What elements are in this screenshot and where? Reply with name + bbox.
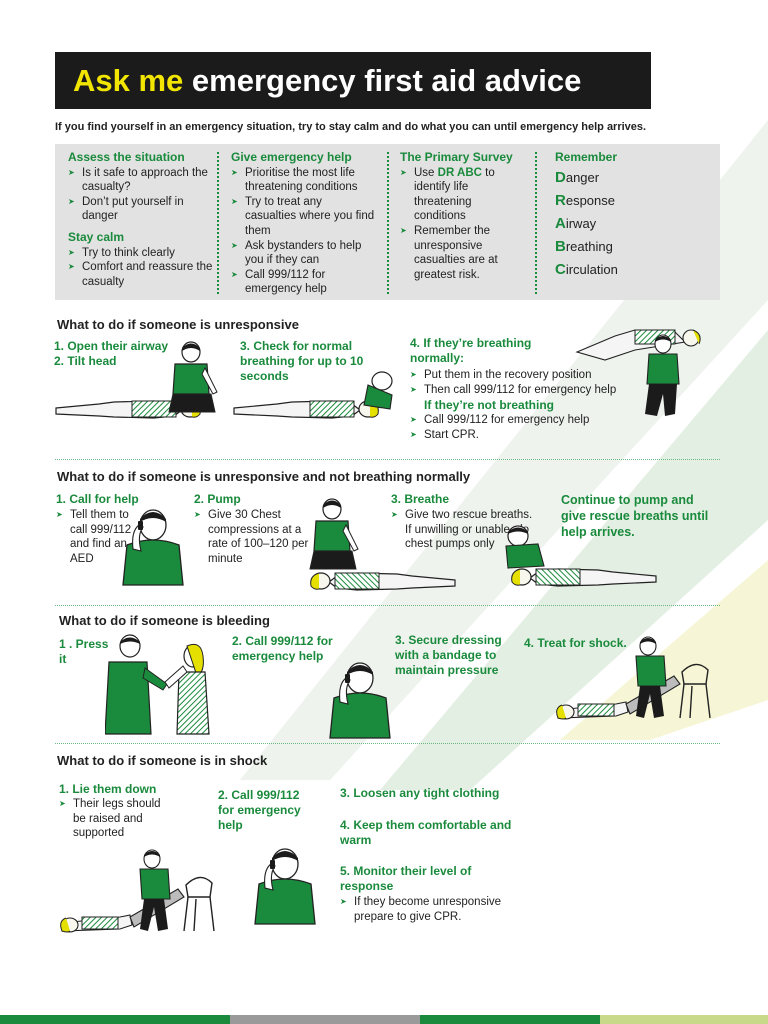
assess-heading: Assess the situation xyxy=(68,150,185,164)
list-item: Is it safe to approach the casualty? xyxy=(68,166,218,195)
title-banner: Ask me emergency first aid advice xyxy=(55,52,651,109)
monitor-list: If they become unresponsive prepare to g… xyxy=(340,895,520,924)
section-divider xyxy=(55,605,720,606)
not-breathing-label: If they’re not breathing xyxy=(424,398,555,412)
list-item: Call 999/112 for emergency help xyxy=(231,268,376,297)
continue-text: Continue to pump and give rescue breaths… xyxy=(561,493,709,539)
list-item: Prioritise the most life threatening con… xyxy=(231,166,376,195)
dr-abc-text: DR ABC xyxy=(437,166,482,179)
shock-step-2: 2. Call 999/112 for emergency help xyxy=(218,788,301,832)
list-item: Then call 999/112 for emergency help xyxy=(410,383,640,398)
list-item: Use DR ABC to identify life threatening … xyxy=(400,166,525,224)
survey-heading: The Primary Survey xyxy=(400,150,513,164)
list-item: Put them in the recovery position xyxy=(410,368,640,383)
shock-heading: What to do if someone is in shock xyxy=(57,753,268,768)
column-divider xyxy=(217,152,219,294)
footer-stripe xyxy=(0,1015,230,1024)
page-title: Ask me emergency first aid advice xyxy=(73,52,581,109)
list-item: Try to think clearly xyxy=(68,246,218,261)
remember-word: Breathing xyxy=(555,237,613,255)
assess-list: Is it safe to approach the casualty? Don… xyxy=(68,166,218,224)
survey-item-pre: Use xyxy=(414,166,438,179)
bleeding-step-1: 1 . Press it xyxy=(59,637,109,666)
unresponsive-heading: What to do if someone is unresponsive xyxy=(57,317,299,332)
shock-step-1: 1. Lie them down xyxy=(59,782,157,796)
remember-column: Remember Danger Response Airway Breathin… xyxy=(555,150,705,281)
give-help-list: Prioritise the most life threatening con… xyxy=(231,166,376,297)
shock-step-4: 4. Keep them comfortable and warm xyxy=(340,818,512,847)
breathe-list: Give two rescue breaths. If unwilling or… xyxy=(391,508,541,552)
cpr-step-3: 3. Breathe xyxy=(391,492,450,506)
list-item: Comfort and reassure the casualty xyxy=(68,260,218,289)
lie-down-list: Their legs should be raised and supporte… xyxy=(59,797,169,841)
bleeding-step-4: 4. Treat for shock. xyxy=(524,636,627,650)
list-item: Give two rescue breaths. If unwilling or… xyxy=(391,508,541,552)
unresponsive-step-3: 3. Check for normal breathing for up to … xyxy=(240,339,364,383)
list-item: Give 30 Chest compressions at a rate of … xyxy=(194,508,322,566)
list-item: Remember the unresponsive casualties are… xyxy=(400,224,525,282)
unresponsive-step-4: 4. If they’re breathing normally: xyxy=(410,336,532,365)
bleeding-heading: What to do if someone is bleeding xyxy=(59,613,270,628)
list-item: Don’t put yourself in danger xyxy=(68,195,218,224)
section-divider xyxy=(55,459,720,460)
cpr-step-1: 1. Call for help xyxy=(56,492,139,506)
pump-list: Give 30 Chest compressions at a rate of … xyxy=(194,508,322,566)
shock-step-3: 3. Loosen any tight clothing xyxy=(340,786,500,800)
remember-word: Circulation xyxy=(555,260,618,278)
remember-heading: Remember xyxy=(555,150,618,164)
survey-item-post: to identify life threatening conditions xyxy=(414,166,495,223)
not-breathing-heading: What to do if someone is unresponsive an… xyxy=(57,469,471,484)
survey-column: The Primary Survey Use DR ABC to identif… xyxy=(400,150,525,282)
title-highlight: Ask me xyxy=(73,63,184,98)
list-item: Ask bystanders to help you if they can xyxy=(231,239,376,268)
raise-legs-illustration xyxy=(59,849,215,933)
unresponsive-step-2: 2. Tilt head xyxy=(54,354,117,368)
intro-text: If you find yourself in an emergency sit… xyxy=(55,121,647,133)
footer-stripe xyxy=(230,1015,420,1024)
calm-heading: Stay calm xyxy=(68,229,125,244)
give-help-column: Give emergency help Prioritise the most … xyxy=(231,150,376,297)
remember-word: Response xyxy=(555,191,615,209)
column-divider xyxy=(535,152,537,294)
call-emergency-shock-illustration xyxy=(254,848,316,925)
shock-step-5: 5. Monitor their level of response xyxy=(340,864,472,893)
airway-illustration xyxy=(55,341,218,419)
treat-shock-illustration xyxy=(556,636,711,720)
info-panel: Assess the situation Is it safe to appro… xyxy=(55,144,720,300)
list-item: Call 999/112 for emergency help xyxy=(410,413,640,428)
footer-stripe xyxy=(600,1015,768,1024)
calm-list: Try to think clearly Comfort and reassur… xyxy=(68,246,218,290)
remember-word: Airway xyxy=(555,214,597,232)
list-item: Their legs should be raised and supporte… xyxy=(59,797,169,841)
footer-stripe xyxy=(420,1015,600,1024)
list-item: Tell them to call 999/112 and find an AE… xyxy=(56,508,140,566)
remember-word: Danger xyxy=(555,168,600,186)
check-breathing-illustration xyxy=(233,371,393,419)
recovery-position-illustration xyxy=(575,329,701,416)
survey-list: Use DR ABC to identify life threatening … xyxy=(400,166,525,283)
section-divider xyxy=(55,743,720,744)
breathing-list: Put them in the recovery position Then c… xyxy=(410,368,640,397)
call-emergency-illustration xyxy=(329,662,391,739)
title-rest: emergency first aid advice xyxy=(183,63,582,98)
list-item: If they become unresponsive prepare to g… xyxy=(340,895,520,924)
give-help-heading: Give emergency help xyxy=(231,150,352,164)
not-breathing-list: Call 999/112 for emergency help Start CP… xyxy=(410,413,640,442)
drabc-list: Danger Response Airway Breathing Circula… xyxy=(555,166,705,281)
list-item: Try to treat any casualties where you fi… xyxy=(231,195,376,239)
list-item: Start CPR. xyxy=(410,428,640,443)
assess-column: Assess the situation Is it safe to appro… xyxy=(68,150,218,289)
bleeding-step-3: 3. Secure dressing with a bandage to mai… xyxy=(395,633,502,677)
unresponsive-step-1: 1. Open their airway xyxy=(54,339,169,353)
bleeding-step-2: 2. Call 999/112 for emergency help xyxy=(232,634,333,663)
cpr-step-2: 2. Pump xyxy=(194,492,241,506)
press-wound-illustration xyxy=(105,634,210,735)
rescue-breath-illustration xyxy=(505,525,657,587)
call-help-illustration xyxy=(122,509,184,586)
call-help-list: Tell them to call 999/112 and find an AE… xyxy=(56,508,140,566)
column-divider xyxy=(387,152,389,294)
